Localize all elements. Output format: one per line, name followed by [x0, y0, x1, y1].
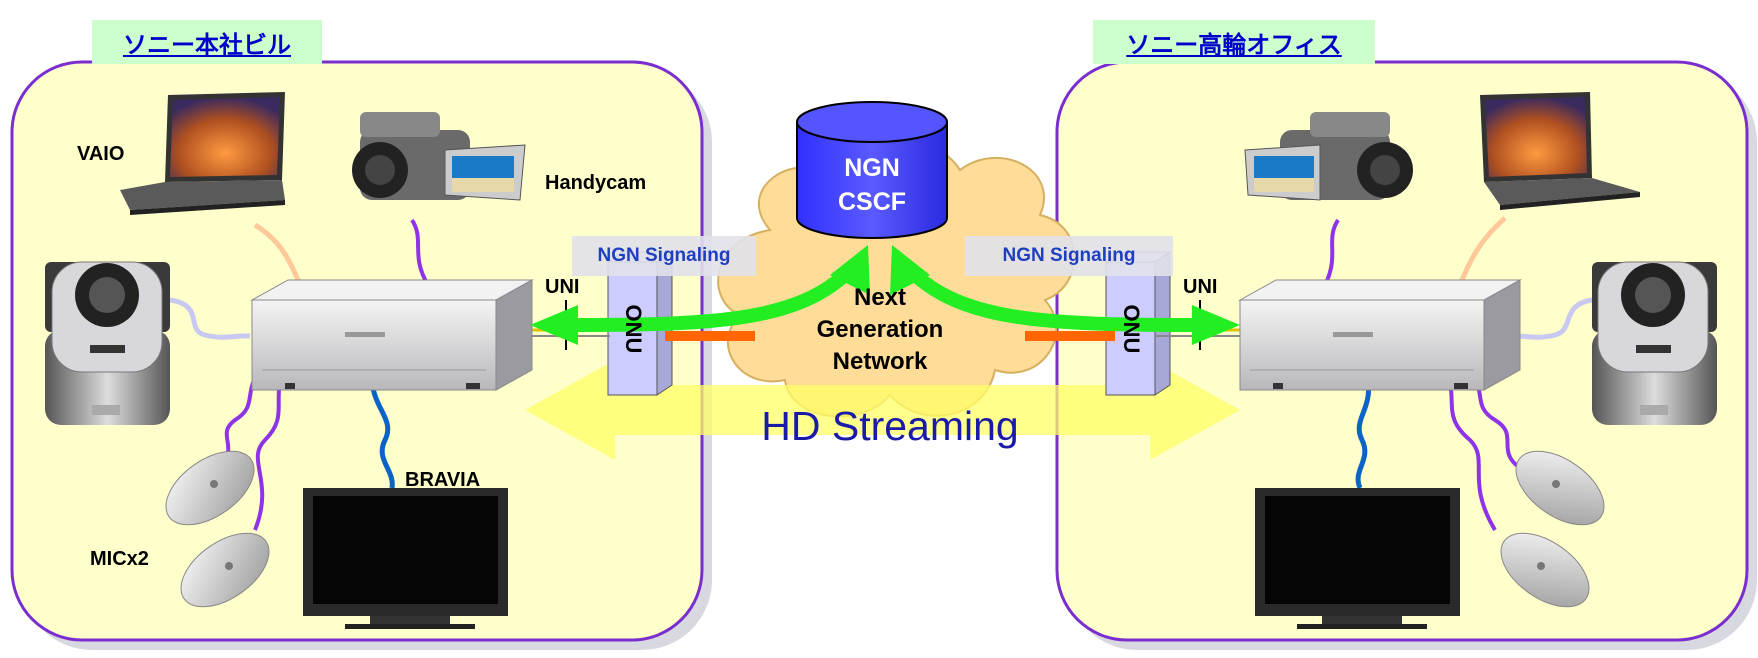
- signaling-arrow-left: [530, 245, 870, 345]
- cscf-label-line2: CSCF: [837, 188, 907, 216]
- site-label-left: ソニー本社ビル: [92, 20, 322, 64]
- bravia-tv-icon-right: [1255, 488, 1460, 629]
- signaling-label-left: NGN Signaling: [572, 236, 756, 276]
- vaio-label: VAIO: [77, 143, 125, 165]
- ptz-camera-icon-right: [1592, 261, 1717, 425]
- codec-unit-left: [250, 279, 534, 391]
- camera-cable-left: [169, 297, 251, 340]
- onu-label-right: ONU: [1119, 304, 1144, 354]
- mic2-cable-right: [1443, 367, 1497, 532]
- handycam-cable-left: [410, 218, 430, 287]
- bravia-cable-left: [369, 381, 395, 489]
- signaling-arrow-right: [890, 245, 1240, 345]
- signaling-label-right: NGN Signaling: [965, 236, 1173, 276]
- ngn-cloud-label-line1: Next: [853, 284, 907, 311]
- uni-label-right: UNI: [1183, 276, 1218, 298]
- bravia-tv-icon-left: [303, 488, 508, 629]
- vaio-cable-left: [253, 222, 303, 286]
- ngn-cloud-label: Next Generation Network: [790, 282, 970, 378]
- uni-label-left: UNI: [545, 276, 580, 298]
- ptz-camera-icon-left: [45, 261, 170, 425]
- bravia-cable-right: [1355, 381, 1372, 490]
- vaio-laptop-icon-left: [120, 92, 285, 215]
- camera-cable-right: [1509, 297, 1593, 340]
- mic-icon-right-2: [1500, 532, 1590, 608]
- mic-label: MICx2: [90, 548, 149, 570]
- cscf-database-icon: [796, 101, 948, 239]
- ngn-cloud-label-line2: Generation: [816, 316, 944, 343]
- mic-icon-right-1: [1515, 450, 1605, 526]
- link-onu-left-cloud: [665, 331, 755, 341]
- cscf-label: NGN CSCF: [797, 151, 947, 219]
- codec-unit-right: [1238, 279, 1522, 391]
- handycam-icon-left: [352, 112, 526, 201]
- link-onu-right-cloud: [1025, 331, 1115, 341]
- handycam-label: Handycam: [545, 172, 647, 194]
- mic-icon-left-2: [180, 532, 270, 608]
- vaio-laptop-icon-right: [1480, 92, 1640, 210]
- site-label-right: ソニー高輪オフィス: [1093, 20, 1375, 64]
- cscf-label-line1: NGN: [844, 154, 900, 182]
- hd-streaming-arrow: [525, 360, 1240, 460]
- handycam-icon-right: [1244, 112, 1413, 201]
- handycam-cable-right: [1323, 218, 1340, 286]
- hd-streaming-label: HD Streaming: [761, 403, 1019, 449]
- ngn-cloud-label-line3: Network: [832, 348, 928, 375]
- bravia-label: BRAVIA: [405, 469, 481, 491]
- mic2-cable-left: [253, 367, 287, 531]
- vaio-cable-right: [1457, 216, 1507, 286]
- mic-icon-left-1: [165, 450, 255, 526]
- onu-label-left: ONU: [621, 304, 646, 354]
